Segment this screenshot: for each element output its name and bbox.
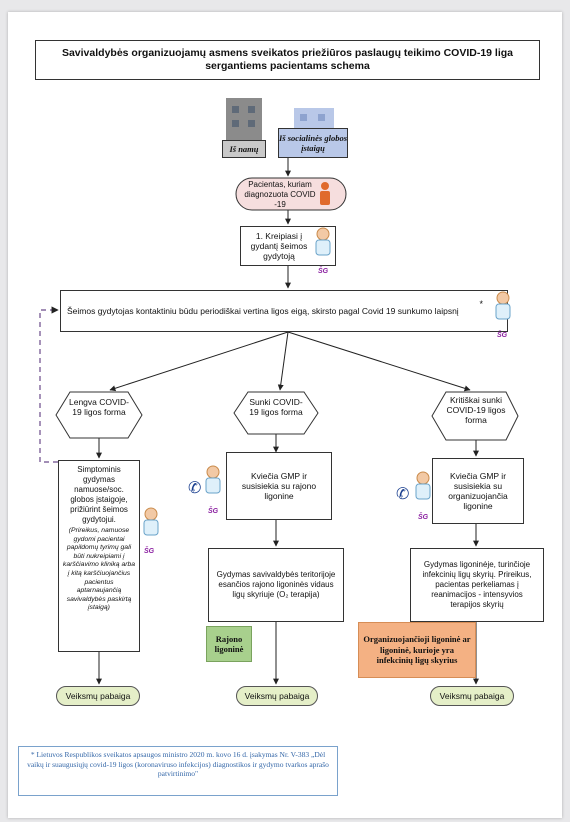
mild-treatment-main: Simptominis gydymas namuose/soc. globos …: [70, 465, 128, 524]
monitoring-mark: *: [479, 299, 483, 309]
sg-badge: ŠG: [208, 508, 219, 515]
doctor-icon: [143, 507, 159, 536]
step1-text: 1. Kreipiasi į gydantį šeimos gydytoją: [250, 231, 308, 261]
rajono-hospital-text: Rajono ligoninė: [214, 634, 244, 654]
page-title: Savivaldybės organizuojamų asmens sveika…: [35, 40, 540, 80]
patient-text: Pacientas, kuriam diagnozuota COVID -19: [244, 180, 316, 209]
sg-badge: ŠG: [318, 268, 329, 275]
footnote: * Lietuvos Respublikos sveikatos apsaugo…: [18, 746, 338, 796]
organizing-hospital-text: Organizuojančioji ligoninė ar ligoninė, …: [363, 634, 471, 666]
source-home-label: Iš namų: [222, 140, 266, 158]
person-icon: [320, 182, 330, 205]
severe-call-text: Kviečia GMP ir susisiekia su rajono ligo…: [241, 471, 317, 501]
doctor-icon: [415, 471, 431, 500]
end-oval-critical: Veiksmų pabaiga: [430, 686, 514, 706]
step1-box: 1. Kreipiasi į gydantį šeimos gydytoją: [240, 226, 336, 266]
severe-call-box: Kviečia GMP ir susisiekia su rajono ligo…: [226, 452, 332, 520]
severe-treatment-text: Gydymas savivaldybės teritorijoje esanči…: [216, 570, 336, 599]
critical-call-box: Kviečia GMP ir susisiekia su organizuoja…: [432, 458, 524, 524]
mild-form-label: Lengva COVID-19 ligos forma: [69, 397, 129, 417]
phone-icon: ✆: [188, 480, 202, 497]
monitoring-box: Šeimos gydytojas kontaktiniu būdu period…: [60, 290, 508, 332]
rajono-hospital-box: Rajono ligoninė: [206, 626, 252, 662]
sg-badge: ŠG: [144, 548, 155, 555]
critical-form-hexagon: [431, 391, 519, 441]
phone-icon: ✆: [396, 486, 410, 503]
sg-badge: ŠG: [497, 332, 508, 339]
mild-treatment-note: (Prireikus, namuose gydomi pacientai pap…: [62, 527, 136, 612]
severe-form-hexagon: [233, 391, 319, 435]
critical-treatment-text: Gydymas ligoninėje, turinčioje infekcini…: [422, 560, 532, 609]
end-oval-mild: Veiksmų pabaiga: [56, 686, 140, 706]
severe-treatment-box: Gydymas savivaldybės teritorijoje esanči…: [208, 548, 344, 622]
organizing-hospital-box: Organizuojančioji ligoninė ar ligoninė, …: [358, 622, 476, 678]
mild-form-hexagon: [55, 391, 143, 439]
doctor-icon: [495, 291, 511, 320]
critical-treatment-box: Gydymas ligoninėje, turinčioje infekcini…: [410, 548, 544, 622]
doctor-icon: [205, 465, 221, 494]
end-oval-severe: Veiksmų pabaiga: [236, 686, 318, 706]
doctor-icon: [315, 227, 331, 256]
patient-pill: [235, 177, 347, 211]
sg-badge: ŠG: [418, 514, 429, 521]
monitoring-text: Šeimos gydytojas kontaktiniu būdu period…: [67, 306, 459, 316]
critical-call-text: Kviečia GMP ir susisiekia su organizuoja…: [448, 471, 508, 511]
severe-form-label: Sunki COVID-19 ligos forma: [249, 397, 303, 417]
source-social-label: Iš socialinės globos įstaigų: [278, 128, 348, 158]
critical-form-label: Kritiškai sunki COVID-19 ligos forma: [446, 395, 506, 425]
mild-treatment-box: Simptominis gydymas namuose/soc. globos …: [58, 460, 140, 652]
